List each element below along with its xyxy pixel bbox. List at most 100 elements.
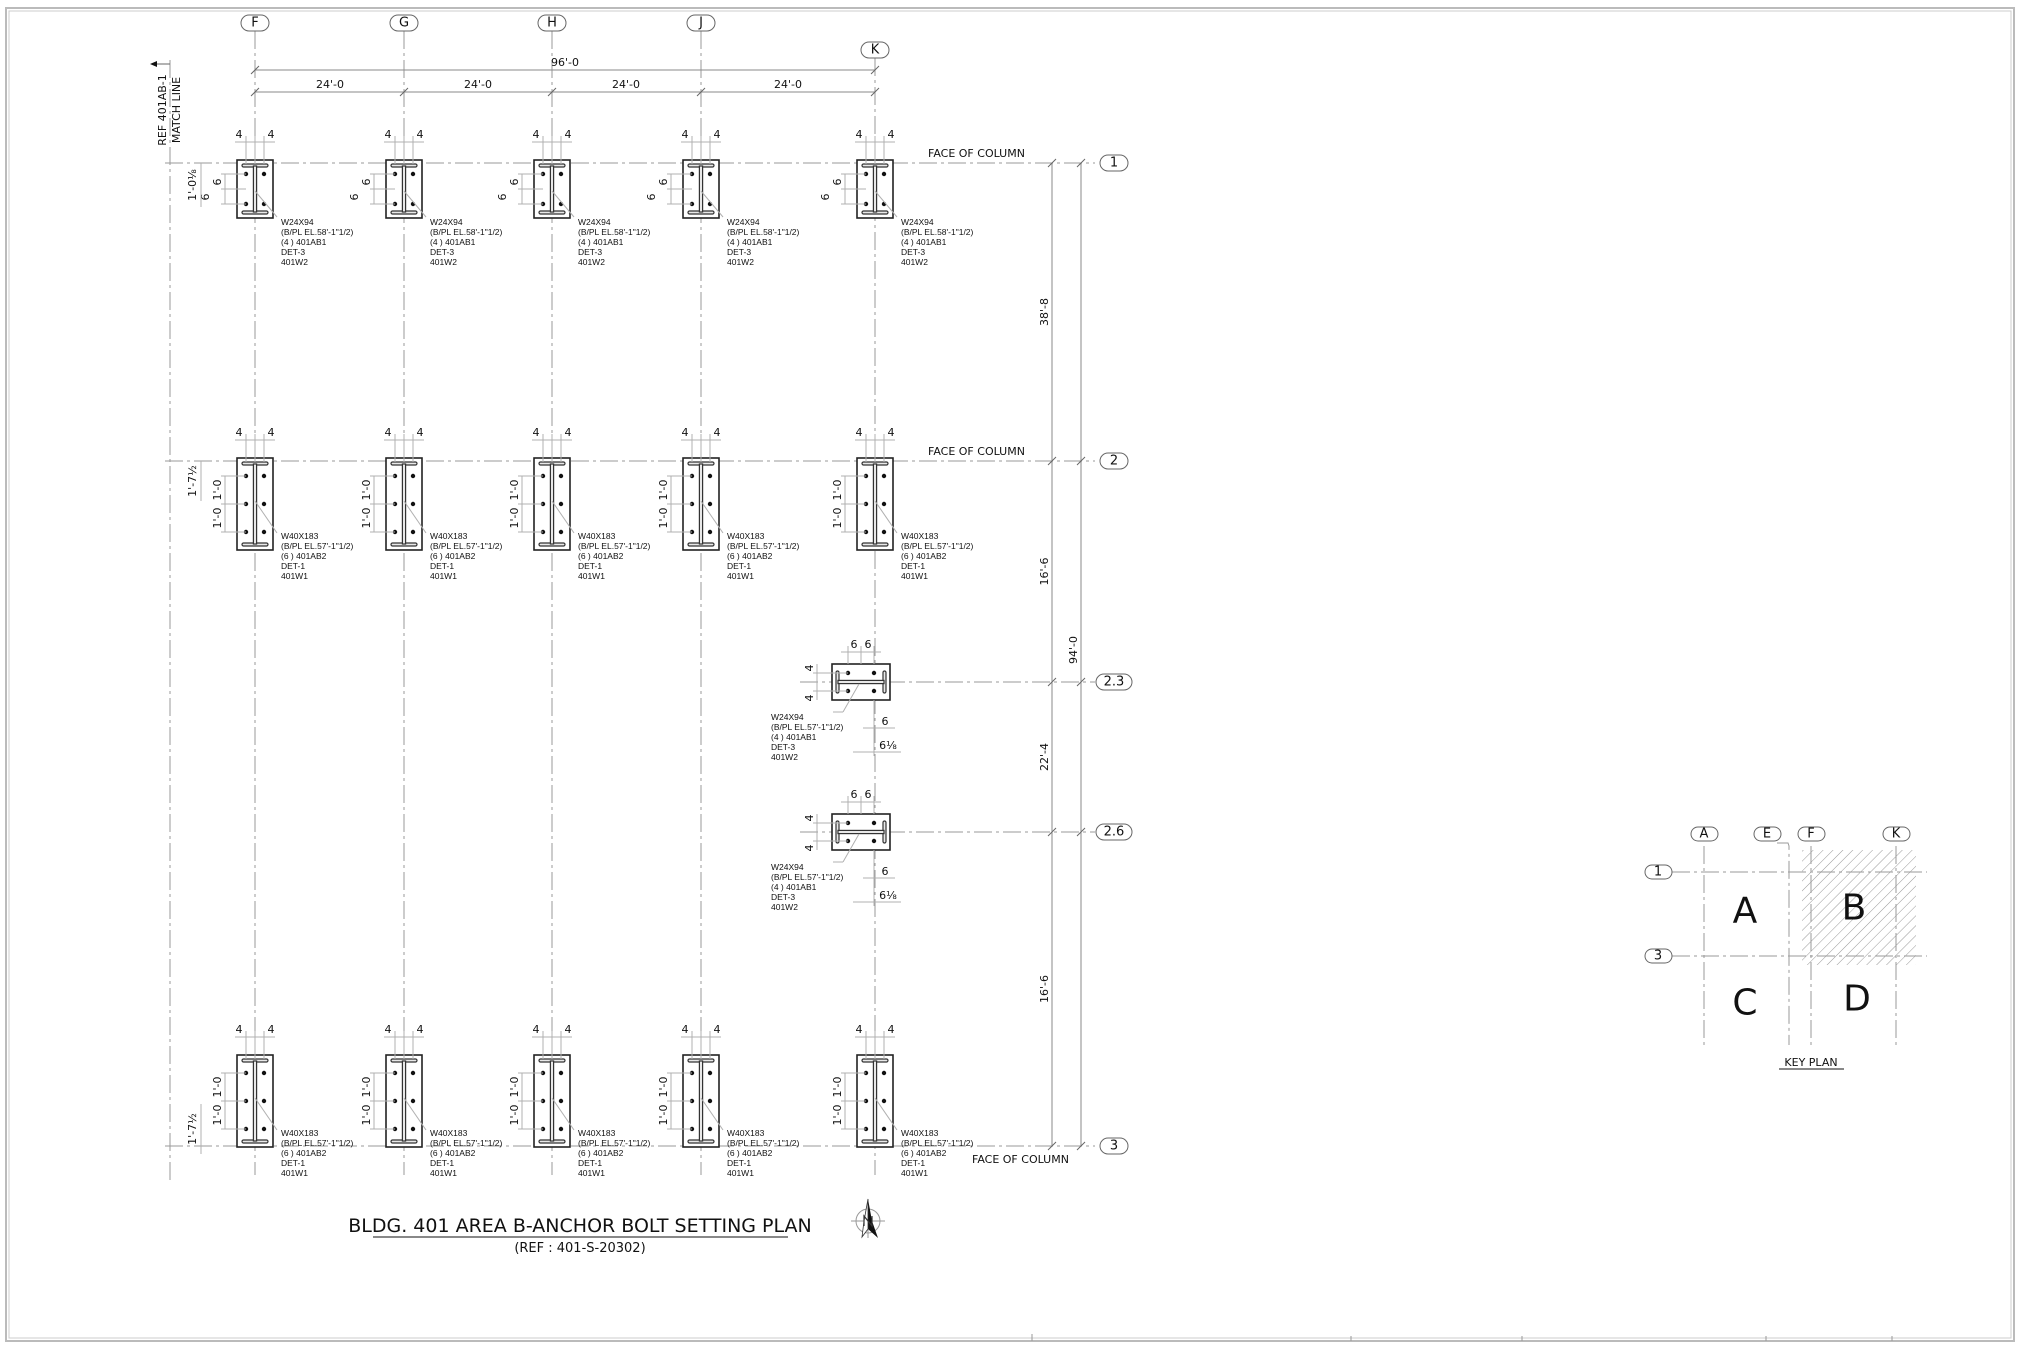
callout-line: W24X94	[430, 217, 463, 227]
dim-bolt-left: 4	[533, 426, 540, 439]
callout-line: (6 ) 401AB2	[430, 1148, 476, 1158]
grid-bubble-label: F	[251, 16, 258, 31]
dim-bolt-right: 4	[714, 128, 721, 141]
callout-line: DET-1	[281, 1158, 305, 1168]
dim-bolt-right: 6	[865, 638, 872, 651]
callout-line: (6 ) 401AB2	[281, 551, 327, 561]
callout-line: (B/PL EL.58'-1"1/2)	[430, 227, 503, 237]
dim-bolt-spacing: 1'-0	[508, 480, 521, 501]
dim-bolt-spacing: 4	[803, 815, 816, 822]
callout-line: (6 ) 401AB2	[727, 551, 773, 561]
callout-line: DET-1	[901, 1158, 925, 1168]
callout-line: W40X183	[281, 531, 319, 541]
dim-bolt-left: 4	[236, 128, 243, 141]
callout-line: W40X183	[281, 1128, 319, 1138]
dim-bolt-left: 4	[236, 1023, 243, 1036]
callout-line: DET-1	[727, 1158, 751, 1168]
callout-line: (B/PL EL.57'-1"1/2)	[727, 1138, 800, 1148]
drawing-title-block: BLDG. 401 AREA B-ANCHOR BOLT SETTING PLA…	[348, 1215, 812, 1256]
callout-line: (6 ) 401AB2	[901, 551, 947, 561]
callout-line: 401W1	[281, 1168, 308, 1178]
match-line-label: MATCH LINE	[170, 77, 183, 143]
dim-bolt-right: 4	[888, 426, 895, 439]
dim-row-spacing-4: 16'-6	[1038, 975, 1051, 1003]
dim-bolt-right: 4	[417, 1023, 424, 1036]
callout-line: 401W1	[727, 571, 754, 581]
callout-line: (4 ) 401AB1	[281, 237, 327, 247]
callout-line: DET-3	[578, 247, 602, 257]
callout-line: DET-1	[727, 561, 751, 571]
dim-offset-6: 6	[882, 865, 889, 878]
key-plan-bubble-label: 3	[1654, 949, 1662, 964]
key-plan-area-b-hatch	[1802, 850, 1916, 965]
callout-line: 401W1	[430, 1168, 457, 1178]
callout-line: (6 ) 401AB2	[430, 551, 476, 561]
dim-bolt-spacing: 4	[803, 845, 816, 852]
callout-line: W24X94	[901, 217, 934, 227]
dim-bolt-left: 4	[682, 1023, 689, 1036]
callout-line: W24X94	[578, 217, 611, 227]
key-plan-bubble-label: K	[1892, 827, 1901, 842]
key-plan-bubble-k: K	[1882, 826, 1911, 842]
grid-bubble-row-2: 2	[1099, 452, 1129, 470]
dim-bolt-left: 4	[533, 128, 540, 141]
north-arrow-icon	[851, 1198, 885, 1239]
callout-line: W40X183	[430, 1128, 468, 1138]
dim-bolt-right: 4	[565, 426, 572, 439]
key-plan-bubble-label: E	[1763, 827, 1771, 842]
dim-bolt-spacing: 1'-0	[211, 1077, 224, 1098]
dim-bolt-spacing: 1'-0	[360, 508, 373, 529]
key-plan-bubble-label: 1	[1654, 865, 1662, 880]
callout-line: 401W1	[281, 571, 308, 581]
dim-bolt-right: 6	[865, 788, 872, 801]
callout-line: DET-1	[578, 1158, 602, 1168]
grid-bubble-h: H	[537, 14, 567, 32]
callout-line: (B/PL EL.57'-1"1/2)	[281, 541, 354, 551]
callout-line: 401W2	[727, 257, 754, 267]
callout-line: DET-3	[281, 247, 305, 257]
callout-line: (4 ) 401AB1	[727, 237, 773, 247]
dim-bolt-spacing: 1'-0	[360, 1077, 373, 1098]
callout-line: (B/PL EL.57'-1"1/2)	[578, 1138, 651, 1148]
dim-bolt-spacing: 1'-0	[831, 1077, 844, 1098]
grid-lines	[165, 31, 1095, 1175]
match-line: REF 401AB-1 MATCH LINE	[150, 60, 183, 1180]
dim-bolt-right: 4	[888, 128, 895, 141]
callout-line: (B/PL EL.58'-1"1/2)	[727, 227, 800, 237]
dim-bolt-spacing: 1'-0	[211, 508, 224, 529]
dim-bolt-spacing: 1'-0	[831, 480, 844, 501]
grid-bubble-label: 2	[1110, 454, 1118, 469]
callout-line: (B/PL EL.58'-1"1/2)	[901, 227, 974, 237]
dim-overall-width: 96'-0	[551, 56, 579, 69]
dim-bolt-spacing: 1'-0	[360, 480, 373, 501]
dim-row-offset: 1'-7½	[186, 1113, 199, 1145]
callout-line: DET-3	[771, 742, 795, 752]
callout-line: (4 ) 401AB1	[771, 732, 817, 742]
dim-bolt-spacing: 4	[803, 695, 816, 702]
dim-bolt-spacing: 6	[348, 194, 361, 201]
dim-bolt-left: 6	[851, 788, 858, 801]
grid-bubble-f: F	[240, 14, 270, 32]
dim-row-spacing-2: 16'-6	[1038, 558, 1051, 586]
grid-bubble-label: G	[399, 16, 409, 31]
dim-bolt-spacing: 1'-0	[508, 1077, 521, 1098]
key-plan-title: KEY PLAN	[1784, 1056, 1837, 1069]
dim-bolt-spacing: 4	[803, 665, 816, 672]
callout-line: (6 ) 401AB2	[901, 1148, 947, 1158]
callout-line: DET-1	[430, 1158, 454, 1168]
dim-bolt-spacing: 1'-0	[831, 1105, 844, 1126]
dim-row-offset: 1'-7½	[186, 465, 199, 497]
callout-line: W40X183	[727, 531, 765, 541]
dim-row-offset: 1'-0⅛	[186, 169, 199, 201]
callout-line: DET-3	[771, 892, 795, 902]
grid-bubble-label: J	[698, 16, 703, 31]
